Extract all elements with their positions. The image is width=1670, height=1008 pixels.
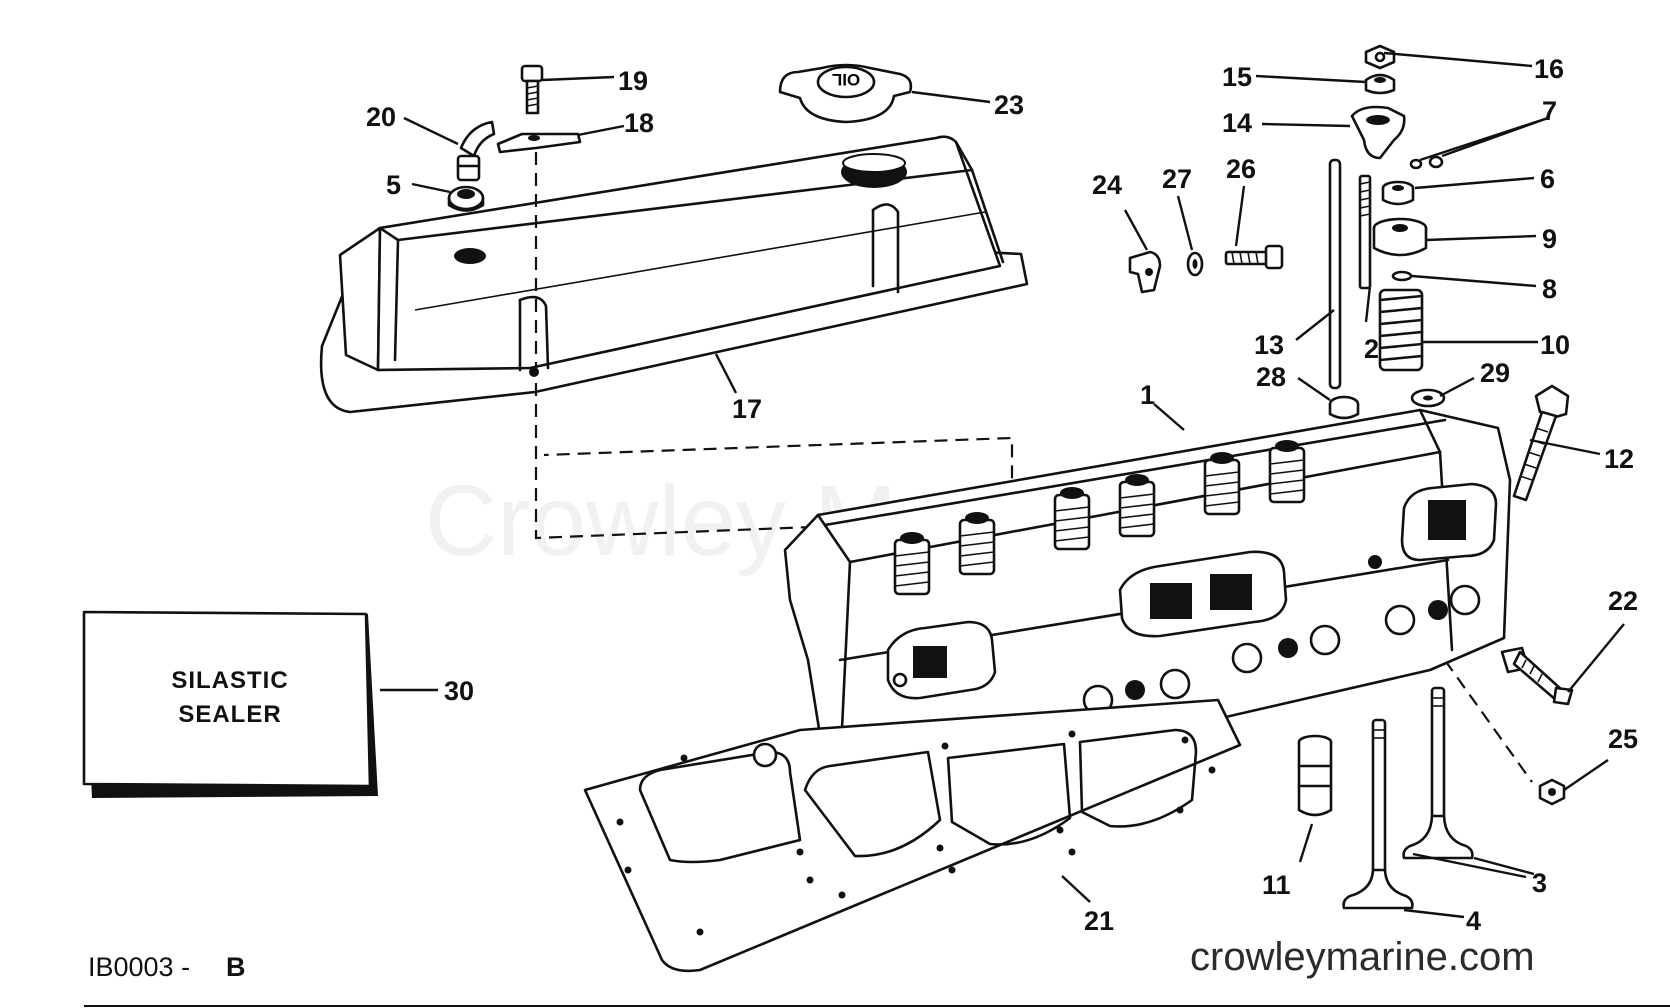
push-rod-guide-part	[1328, 395, 1360, 420]
callout-21: 21	[1084, 906, 1114, 936]
valve-rotator-part	[1372, 217, 1428, 257]
callout-26: 26	[1226, 154, 1256, 184]
valve-spring-part	[1378, 288, 1424, 372]
callout-24: 24	[1092, 170, 1122, 200]
rocker-nut-part	[1364, 44, 1396, 70]
valve-keepers-part	[1409, 155, 1444, 170]
oil-shield-cap-part	[1381, 180, 1415, 206]
drawing-code-suffix: B	[226, 952, 246, 982]
bracket-18-part	[496, 132, 582, 154]
callout-11: 11	[1262, 870, 1291, 900]
sealer-line-1: SILASTIC	[171, 667, 288, 694]
grommet-part	[447, 185, 485, 212]
callout-2: 2	[1364, 334, 1379, 364]
sealer-line-2: SEALER	[178, 701, 281, 728]
rocker-arm-part	[1350, 105, 1406, 160]
callout-7: 7	[1542, 96, 1557, 126]
lock-washer-part	[1186, 251, 1204, 277]
callout-5: 5	[386, 170, 401, 200]
push-rod-part	[1328, 158, 1342, 390]
callout-3: 3	[1532, 868, 1547, 898]
callout-30: 30	[444, 676, 474, 706]
callout-23: 23	[994, 90, 1024, 120]
bolt-26-part	[1224, 244, 1284, 270]
callout-22: 22	[1608, 586, 1638, 616]
oil-cap-label: OIL	[832, 70, 860, 89]
callout-15: 15	[1222, 62, 1252, 92]
gasket-bolt-holes	[616, 730, 1216, 936]
silastic-sealer-box: SILASTIC SEALER	[82, 610, 378, 798]
callout-6: 6	[1540, 164, 1555, 194]
pipe-plug-part	[1538, 778, 1566, 806]
intake-valve-part	[1402, 686, 1474, 860]
rocker-ball-part	[1364, 73, 1396, 95]
clip-part	[1128, 250, 1162, 294]
callout-14: 14	[1222, 108, 1252, 138]
website-url: crowleymarine.com	[1190, 935, 1535, 979]
callout-17: 17	[732, 394, 762, 424]
callout-16: 16	[1534, 54, 1564, 84]
callout-25: 25	[1608, 724, 1638, 754]
temperature-sender-part	[1500, 646, 1574, 706]
callout-8: 8	[1542, 274, 1557, 304]
callout-29: 29	[1480, 358, 1510, 388]
spring-shim-part	[1410, 388, 1446, 408]
cylinder-head	[783, 408, 1512, 794]
callout-4: 4	[1466, 906, 1481, 936]
bolt-19-part	[520, 64, 544, 115]
callout-27: 27	[1162, 164, 1192, 194]
valve-seal-part	[1391, 270, 1413, 282]
callout-20: 20	[366, 102, 396, 132]
valve-springs-installed	[893, 440, 1306, 596]
oil-filler-cap-part: OIL	[778, 63, 913, 124]
callout-10: 10	[1540, 330, 1570, 360]
elbow-fitting-part	[456, 120, 496, 182]
callout-labels: 1 2 3 4 5 6 7 8 9 10 11 12 13 14 15 16 1…	[366, 54, 1638, 936]
callout-18: 18	[624, 108, 654, 138]
callout-19: 19	[618, 66, 648, 96]
callout-12: 12	[1604, 444, 1634, 474]
callout-1: 1	[1140, 380, 1155, 410]
head-gasket	[583, 698, 1242, 973]
callout-13: 13	[1254, 330, 1284, 360]
callout-28: 28	[1256, 362, 1286, 392]
leader-lines	[380, 51, 1625, 919]
valve-cover	[319, 135, 1029, 414]
exhaust-valve-part	[1342, 718, 1414, 910]
drawing-code: IB0003 -	[88, 952, 190, 982]
valve-lifter-part	[1297, 734, 1333, 817]
callout-9: 9	[1542, 224, 1557, 254]
rocker-stud-part	[1358, 174, 1372, 290]
